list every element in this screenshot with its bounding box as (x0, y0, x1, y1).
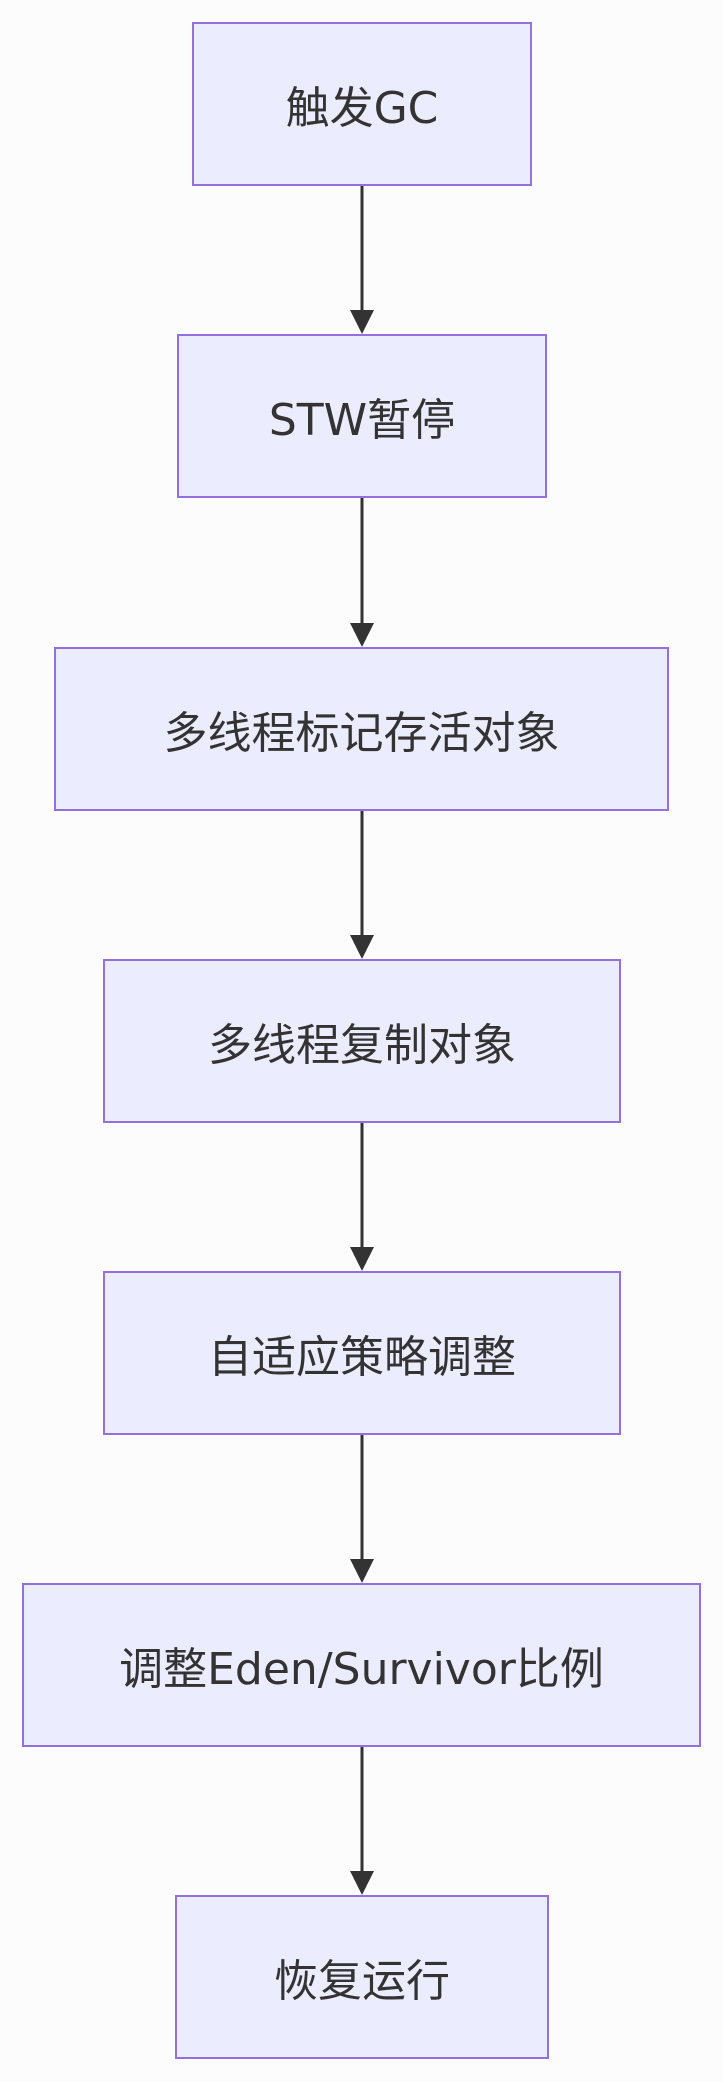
edge-n4-n5 (350, 1123, 374, 1271)
node-label: 触发GC (285, 83, 439, 134)
node-label: 多线程标记存活对象 (163, 708, 560, 759)
node-resume: 恢复运行 (175, 1895, 549, 2059)
edge-n1-n2 (350, 186, 374, 334)
edge-n2-n3 (350, 498, 374, 647)
node-label: STW暂停 (268, 395, 456, 446)
node-copy-objects: 多线程复制对象 (103, 959, 621, 1123)
node-label: 恢复运行 (274, 1956, 450, 2007)
node-adjust-ratio: 调整Eden/Survivor比例 (22, 1583, 701, 1747)
node-label: 多线程复制对象 (208, 1020, 516, 1071)
edge-n3-n4 (350, 811, 374, 959)
node-stw-pause: STW暂停 (177, 334, 547, 498)
edge-n6-n7 (350, 1747, 374, 1895)
node-mark-live-objects: 多线程标记存活对象 (54, 647, 669, 811)
edge-n5-n6 (350, 1435, 374, 1583)
node-label: 自适应策略调整 (208, 1332, 516, 1383)
node-adaptive-adjust: 自适应策略调整 (103, 1271, 621, 1435)
node-label: 调整Eden/Survivor比例 (119, 1644, 604, 1695)
node-trigger-gc: 触发GC (192, 22, 532, 186)
